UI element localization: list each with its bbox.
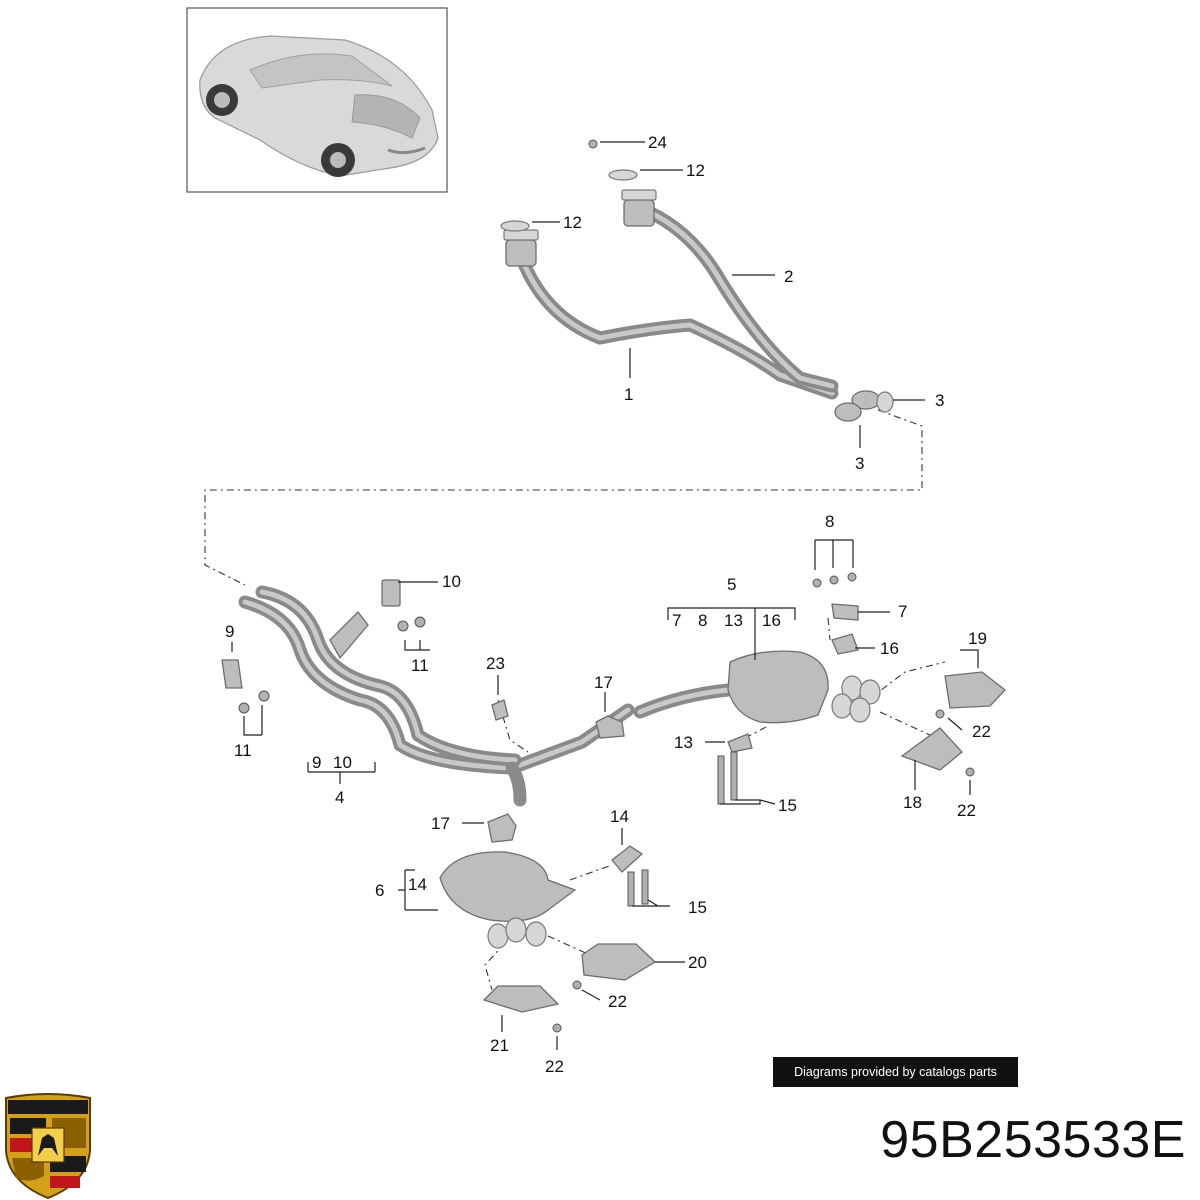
rear-muffler-left: [439, 845, 649, 949]
callout-16-bracket: 16: [880, 639, 899, 658]
callout-14-group: 14: [408, 875, 427, 894]
callout-16-group: 16: [762, 611, 781, 630]
callout-23: 23: [486, 654, 505, 673]
porsche-crest-logo: [5, 1093, 91, 1200]
callout-10-group: 10: [333, 753, 352, 772]
callout-3-right: 3: [935, 391, 944, 410]
connector-lines: [204, 409, 946, 991]
callout-2: 2: [784, 267, 793, 286]
credit-text: Diagrams provided by catalogs parts: [794, 1065, 997, 1079]
callout-18: 18: [903, 793, 922, 812]
callout-10-upper: 10: [442, 572, 461, 591]
callout-15-lower: 15: [688, 898, 707, 917]
diagram-credit-banner: Diagrams provided by catalogs parts: [773, 1057, 1018, 1087]
callout-14-upper: 14: [610, 807, 629, 826]
callout-19: 19: [968, 629, 987, 648]
callout-labels: 24 12 12 2 1 3 3 8 5 7 8 13 16 7 16 19 2…: [225, 133, 991, 1076]
callout-15-upper: 15: [778, 796, 797, 815]
callout-3-below: 3: [855, 454, 864, 473]
callout-7-group: 7: [672, 611, 681, 630]
rear-muffler-right: [633, 572, 881, 805]
callout-17-upper: 17: [594, 673, 613, 692]
callout-7-bracket: 7: [898, 602, 907, 621]
callout-8-top: 8: [825, 512, 834, 531]
middle-pipe-assembly: [221, 579, 635, 843]
callout-11-lower: 11: [234, 741, 252, 760]
callout-8-group: 8: [698, 611, 707, 630]
callout-21: 21: [490, 1036, 509, 1055]
callout-12-upper: 12: [686, 161, 705, 180]
callout-20: 20: [688, 953, 707, 972]
callout-22-right-top: 22: [972, 722, 991, 741]
callout-9-group: 9: [312, 753, 321, 772]
vehicle-overview-inset: [186, 7, 448, 193]
callout-22-right-bottom: 22: [957, 801, 976, 820]
callout-5: 5: [727, 575, 736, 594]
callout-12-lower: 12: [563, 213, 582, 232]
callout-22-left-bottom: 22: [545, 1057, 564, 1076]
front-pipe-assembly: [500, 139, 894, 422]
tailpipes-left: [482, 943, 657, 1033]
callout-24: 24: [648, 133, 667, 152]
callout-6: 6: [375, 881, 384, 900]
callout-13-bracket: 13: [674, 733, 693, 752]
tailpipes-right: [900, 671, 1006, 777]
callout-13-group: 13: [724, 611, 743, 630]
callout-4: 4: [335, 788, 344, 807]
leader-lines: [231, 141, 979, 1050]
callout-17-lower: 17: [431, 814, 450, 833]
callout-1: 1: [624, 385, 633, 404]
callout-9-upper: 9: [225, 622, 234, 641]
part-number: 95B253533E: [880, 1111, 1186, 1169]
callout-22-left-top: 22: [608, 992, 627, 1011]
callout-11-upper: 11: [411, 656, 429, 675]
